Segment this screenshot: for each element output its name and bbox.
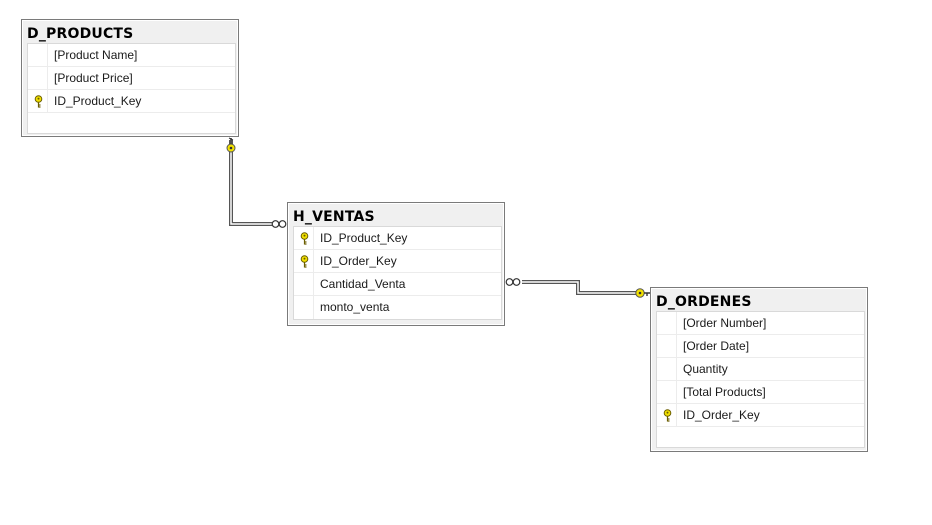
column-row[interactable]: ID_Product_Key — [28, 90, 235, 113]
column-name: [Product Price] — [54, 71, 133, 85]
column-row[interactable]: [Order Number] — [657, 312, 864, 335]
row-selector[interactable] — [657, 335, 677, 357]
key-icon — [226, 137, 236, 153]
table-title: D_ORDENES — [656, 294, 752, 310]
column-name: Quantity — [683, 362, 728, 376]
table-d-products[interactable]: D_PRODUCTS [Product Name] [Product Price… — [21, 19, 239, 137]
column-row[interactable]: [Product Price] — [28, 67, 235, 90]
column-grid: [Order Number] [Order Date] Quantity [To… — [656, 311, 865, 448]
row-selector[interactable] — [294, 296, 314, 319]
column-name: [Order Date] — [683, 339, 750, 353]
row-selector[interactable] — [294, 227, 314, 249]
column-row[interactable]: [Product Name] — [28, 44, 235, 67]
column-name: Cantidad_Venta — [320, 277, 406, 291]
column-name: monto_venta — [320, 300, 390, 314]
column-name: [Product Name] — [54, 48, 138, 62]
row-selector[interactable] — [294, 273, 314, 295]
primary-key-icon — [300, 255, 309, 268]
row-selector[interactable] — [28, 67, 48, 89]
column-name: [Total Products] — [683, 385, 766, 399]
primary-key-icon — [663, 409, 672, 422]
table-d-ordenes[interactable]: D_ORDENES [Order Number] [Order Date] Qu… — [650, 287, 868, 452]
row-selector[interactable] — [28, 44, 48, 66]
column-row[interactable]: ID_Order_Key — [657, 404, 864, 427]
row-selector[interactable] — [294, 250, 314, 272]
table-title: D_PRODUCTS — [27, 26, 134, 42]
column-name: ID_Order_Key — [320, 254, 397, 268]
column-row[interactable]: Quantity — [657, 358, 864, 381]
primary-key-icon — [300, 232, 309, 245]
column-row[interactable]: monto_venta — [294, 296, 501, 319]
relationship-ventas-ordenes[interactable] — [522, 280, 636, 295]
table-h-ventas[interactable]: H_VENTAS ID_Product_Key ID_Order_Key — [287, 202, 505, 326]
primary-key-icon — [34, 95, 43, 108]
infinity-icon — [505, 278, 521, 286]
infinity-icon — [271, 220, 287, 228]
key-icon — [635, 288, 650, 298]
column-name: ID_Product_Key — [320, 231, 408, 245]
relationship-products-ventas[interactable] — [229, 140, 272, 226]
table-title: H_VENTAS — [293, 209, 375, 225]
column-grid: [Product Name] [Product Price] ID_Produc… — [27, 43, 236, 134]
column-row[interactable]: [Order Date] — [657, 335, 864, 358]
column-name: [Order Number] — [683, 316, 767, 330]
empty-row — [657, 427, 864, 447]
column-row[interactable]: Cantidad_Venta — [294, 273, 501, 296]
column-name: ID_Order_Key — [683, 408, 760, 422]
row-selector[interactable] — [657, 358, 677, 380]
row-selector[interactable] — [657, 381, 677, 403]
empty-row — [28, 113, 235, 133]
column-grid: ID_Product_Key ID_Order_Key Cantidad_Ven… — [293, 226, 502, 320]
row-selector[interactable] — [28, 90, 48, 112]
column-row[interactable]: ID_Order_Key — [294, 250, 501, 273]
row-selector[interactable] — [657, 404, 677, 426]
column-row[interactable]: ID_Product_Key — [294, 227, 501, 250]
column-name: ID_Product_Key — [54, 94, 142, 108]
column-row[interactable]: [Total Products] — [657, 381, 864, 404]
row-selector[interactable] — [657, 312, 677, 334]
